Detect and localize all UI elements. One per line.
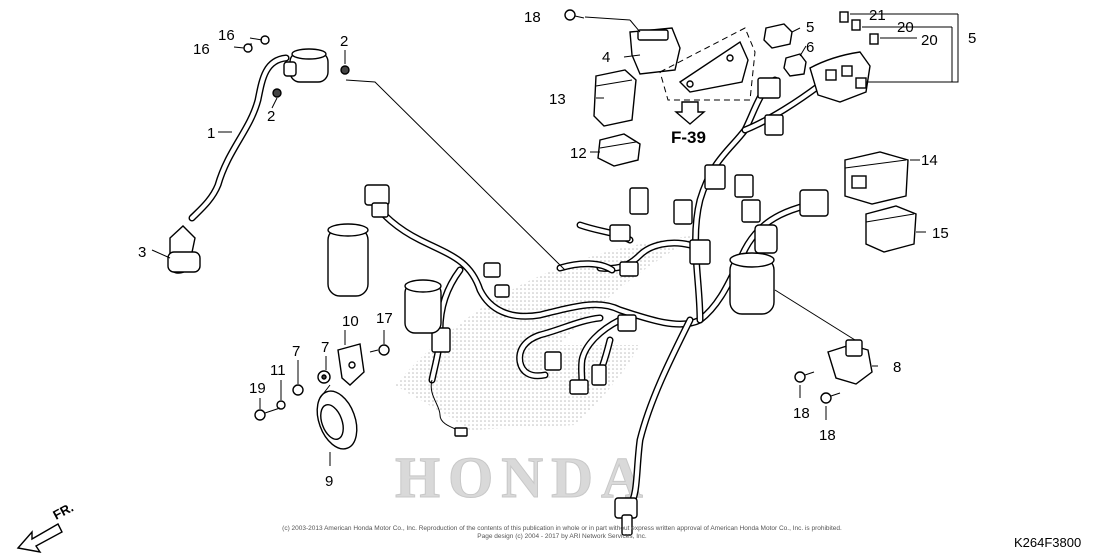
callout-16b[interactable]: 16: [193, 41, 210, 58]
reference-arrow: [674, 101, 706, 125]
callout-15[interactable]: 15: [932, 225, 949, 242]
fuse-21-icon: [839, 11, 849, 23]
callout-17[interactable]: 17: [376, 310, 393, 327]
front-arrow: FR.: [16, 500, 76, 553]
washer-7b-icon: [292, 384, 304, 396]
copyright-line-2: Page design (c) 2004 - 2017 by ARI Netwo…: [477, 533, 647, 540]
washer-2b-icon: [272, 88, 282, 98]
callout-1[interactable]: 1: [207, 125, 215, 142]
callout-16a[interactable]: 16: [218, 27, 235, 44]
callout-20a[interactable]: 20: [897, 19, 914, 36]
bracket-dashed: [659, 27, 756, 101]
callout-4[interactable]: 4: [602, 49, 610, 66]
relay-13[interactable]: [593, 69, 637, 127]
callout-5a[interactable]: 5: [806, 19, 814, 36]
callout-2b[interactable]: 2: [267, 108, 275, 125]
callout-20b[interactable]: 20: [921, 32, 938, 49]
bolt-16b-icon: [233, 43, 253, 53]
callout-21[interactable]: 21: [869, 7, 886, 24]
bolt-18b-icon: [794, 371, 815, 383]
bolt-19-icon: [254, 407, 281, 421]
callout-19[interactable]: 19: [249, 380, 266, 397]
callout-6[interactable]: 6: [806, 39, 814, 56]
rectifier-4[interactable]: [629, 27, 681, 75]
fuse-20a-icon: [851, 19, 861, 31]
reference-label[interactable]: F-39: [671, 128, 706, 147]
honda-wing-watermark: HONDA: [395, 235, 700, 511]
leader-lines: [151, 13, 959, 466]
callout-5b[interactable]: 5: [968, 30, 976, 47]
washer-2a-icon: [340, 65, 350, 75]
callout-18c[interactable]: 18: [819, 427, 836, 444]
callout-8[interactable]: 8: [893, 359, 901, 376]
callout-11[interactable]: 11: [270, 362, 286, 379]
honda-watermark-text: HONDA: [395, 445, 651, 510]
relay-14[interactable]: [844, 151, 909, 205]
connector-5[interactable]: [763, 23, 793, 49]
callout-7b[interactable]: 7: [292, 343, 300, 360]
horn-9[interactable]: [310, 384, 364, 454]
callout-9[interactable]: 9: [325, 473, 333, 490]
fuse-box[interactable]: [809, 51, 871, 103]
nut-11-icon: [276, 400, 286, 410]
callout-10[interactable]: 10: [342, 313, 359, 330]
wire-harness[interactable]: [327, 76, 829, 536]
callout-12[interactable]: 12: [570, 145, 587, 162]
bolt-17-icon: [369, 344, 390, 356]
callout-labels: 1 2 2 3 4 5 5 6 7 7 8 9 10 11 12 13 14 1…: [138, 7, 976, 490]
direction-label: FR.: [50, 500, 76, 523]
fuse-20b-icon: [869, 33, 879, 45]
callout-13[interactable]: 13: [549, 91, 566, 108]
relay-12[interactable]: [597, 133, 641, 167]
bolt-16a-icon: [249, 35, 270, 45]
connector-6[interactable]: [783, 53, 807, 77]
copyright-line-1: (c) 2003-2013 American Honda Motor Co., …: [282, 525, 842, 532]
diagram-code: K264F3800: [1014, 535, 1081, 550]
callout-18b[interactable]: 18: [793, 405, 810, 422]
sensor-8[interactable]: [827, 339, 873, 385]
bolt-18c-icon: [820, 392, 841, 404]
callout-18a[interactable]: 18: [524, 9, 541, 26]
relay-15[interactable]: [865, 205, 917, 253]
ignition-coil-assembly[interactable]: [167, 35, 350, 274]
bolt-18a-icon: [564, 9, 585, 21]
callout-2a[interactable]: 2: [340, 33, 348, 50]
callout-14[interactable]: 14: [921, 152, 938, 169]
callout-3[interactable]: 3: [138, 244, 146, 261]
bracket-10[interactable]: [337, 343, 365, 386]
callout-7a[interactable]: 7: [321, 339, 329, 356]
front-arrow-icon: [16, 523, 63, 553]
